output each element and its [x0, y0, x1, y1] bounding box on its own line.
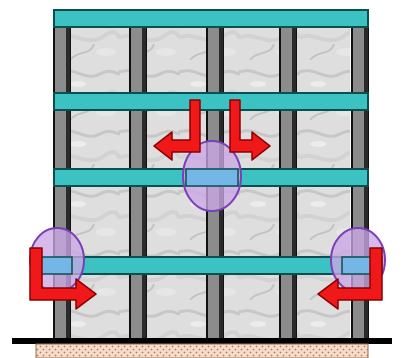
force-arrow-icon — [229, 99, 271, 161]
foundation-strip — [35, 343, 369, 358]
force-arrow-icon — [153, 99, 201, 161]
force-arrows — [29, 99, 383, 310]
slab-floor-1 — [53, 256, 369, 275]
ground-line — [12, 338, 392, 344]
force-arrow-icon — [29, 247, 97, 310]
slab-roof — [53, 9, 369, 28]
floor-slabs — [53, 9, 369, 275]
slab-floor-3 — [53, 92, 369, 111]
force-arrow-icon — [317, 247, 383, 310]
